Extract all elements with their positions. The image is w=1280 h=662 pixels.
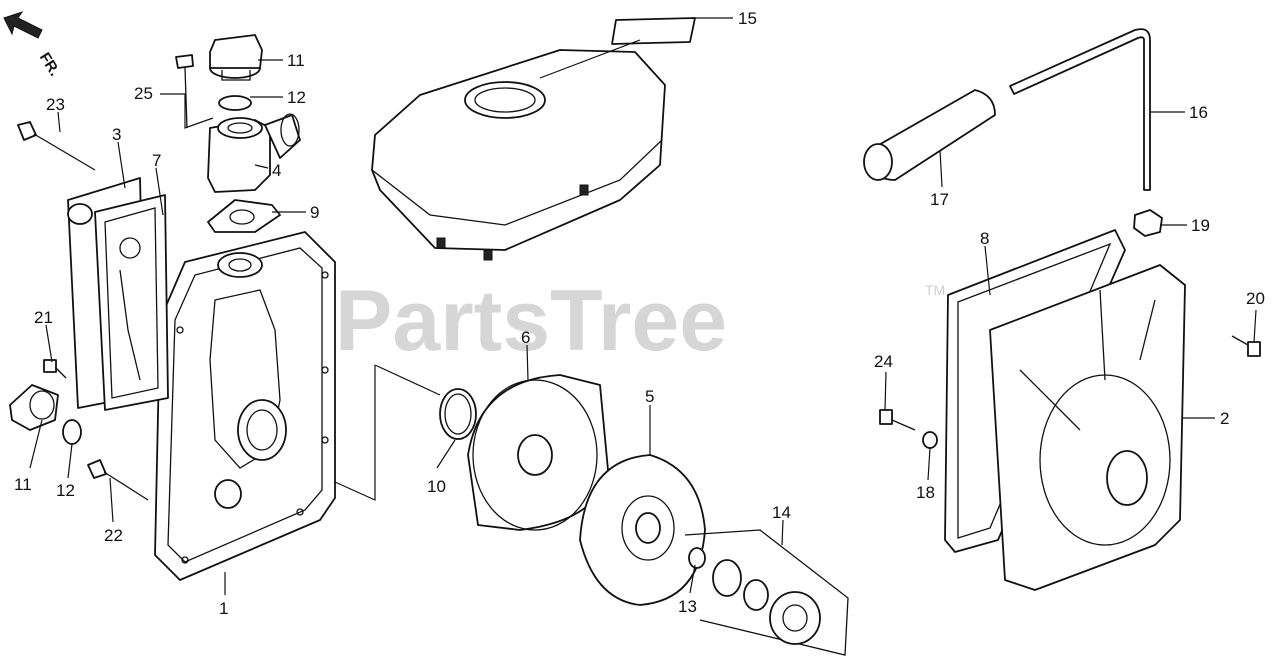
callout-25: 25	[134, 84, 153, 103]
part-4-elbow-fitting	[207, 113, 301, 193]
callout-5: 5	[645, 387, 654, 406]
part-1-case	[154, 231, 336, 581]
part-10-oring-inner	[444, 393, 472, 435]
callout-21: 21	[34, 308, 53, 327]
part-22-bolt	[87, 459, 149, 501]
callout-22: 22	[104, 526, 123, 545]
callout-23: 23	[46, 95, 65, 114]
part-24-bolt	[879, 409, 916, 431]
callout-2: 2	[1220, 409, 1229, 428]
part-20-bolt	[1231, 335, 1261, 357]
leader-lines	[29, 17, 1257, 595]
callout-16: 16	[1189, 103, 1208, 122]
part-25-long-bolt	[175, 54, 194, 129]
part-11-cap-top	[209, 34, 263, 81]
part-23-bolt	[17, 121, 96, 171]
callout-18: 18	[916, 483, 935, 502]
callout-10: 10	[427, 477, 446, 496]
part-15-tank	[371, 17, 696, 261]
front-direction-arrow-icon	[3, 11, 43, 39]
callout-1: 1	[219, 599, 228, 618]
part-18-washer	[922, 431, 938, 449]
callout-14: 14	[772, 503, 791, 522]
callout-7: 7	[152, 151, 161, 170]
callout-12-top: 12	[287, 88, 306, 107]
front-direction-label: FR.	[36, 50, 63, 80]
callout-8: 8	[980, 229, 989, 248]
callout-9: 9	[310, 203, 319, 222]
part-6-volute	[467, 374, 609, 531]
part-9-gasket	[207, 199, 281, 233]
part-12-oring-bottom	[62, 419, 82, 445]
part-10-oring	[439, 388, 477, 440]
callout-24: 24	[874, 352, 893, 371]
part-7-gasket	[94, 194, 169, 411]
callout-6: 6	[521, 328, 530, 347]
part-5-impeller	[579, 454, 706, 606]
part-11-drain-plug	[9, 384, 59, 431]
part-19-nut	[1133, 209, 1163, 237]
callout-19: 19	[1191, 216, 1210, 235]
callout-11-bottom: 11	[14, 475, 32, 494]
watermark: PartsTree	[335, 273, 727, 369]
part-8-gasket-inner	[957, 242, 1112, 539]
callout-17: 17	[930, 190, 949, 209]
part-14-seal-set	[684, 529, 849, 656]
callout-20: 20	[1246, 289, 1265, 308]
callout-11-top: 11	[287, 51, 305, 70]
callout-15: 15	[738, 9, 757, 28]
part-21-bolt	[43, 359, 67, 379]
part-17-grip	[863, 89, 996, 181]
part-12-oring-top	[218, 95, 252, 111]
watermark-trademark: TM	[925, 282, 945, 298]
callout-3: 3	[112, 125, 121, 144]
part-16-rod	[1009, 28, 1151, 191]
callout-13: 13	[678, 597, 697, 616]
part-13-washer	[688, 547, 706, 569]
callout-4: 4	[272, 161, 281, 180]
callout-12-bottom: 12	[56, 481, 75, 500]
part-2-pump-cover	[989, 264, 1186, 591]
